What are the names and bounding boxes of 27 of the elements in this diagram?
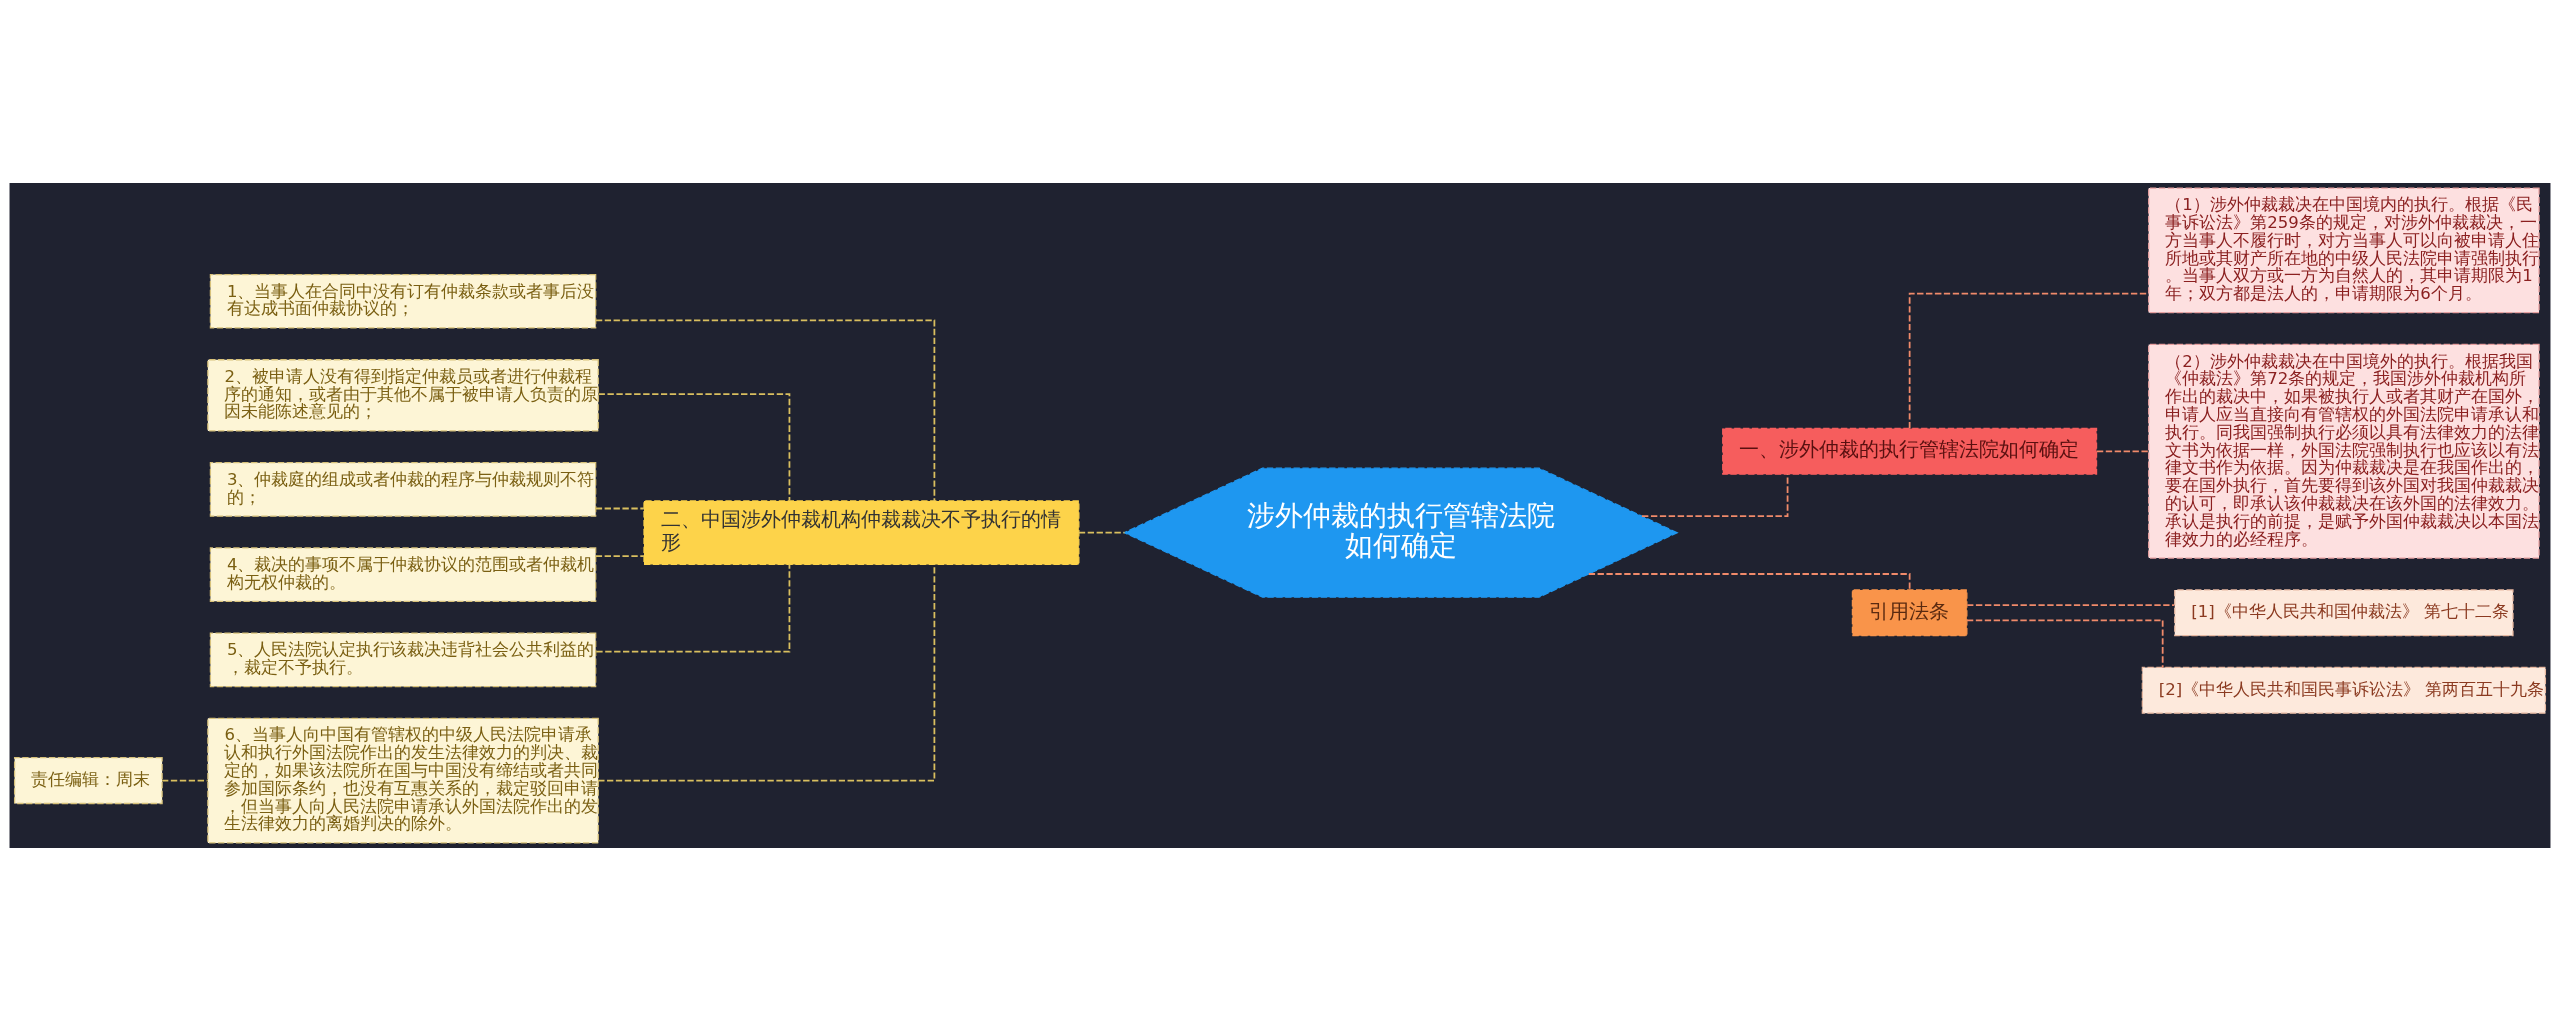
node-box: 责任编辑：周末 <box>13 757 163 805</box>
node-box: 一、涉外仲裁的执行管辖法院如何确定 <box>1722 427 2098 475</box>
connector <box>1587 573 1911 591</box>
node-box: 二、中国涉外仲裁机构仲裁裁决不予执行的情形 <box>643 500 1080 566</box>
node-box: 引用法条 <box>1851 589 1968 637</box>
connector <box>2096 450 2150 453</box>
node-box: 6、当事人向中国有管辖权的中级人民法院申请承认和执行外国法院作出的发生法律效力的判决、裁定的，如果该法院所在国与中国没有缔结或者共同参加国际条约，也没有互惠关系的，裁定驳回申请，但当事人向人民法院申请承认外国法院作出的发生法律效力的离婚判决的除外。 <box>207 717 599 844</box>
node-box: 4、裁决的事项不属于仲裁协议的范围或者仲裁机构无权仲裁的。 <box>209 547 597 602</box>
connector <box>594 555 645 558</box>
node-box: （2）涉外仲裁裁决在中国境外的执行。根据我国《仲裁法》第72条的规定，我国涉外仲裁机构所作出的裁决中，如果被执行人或者其财产在国外，申请人应当直接向有管辖权的外国法院申请承认和执行。同我国强制执行必须以具有法律效力的法律文书为依据一样，外国法院强制执行也应该以有法律文书作为依据。因为仲裁裁决是在我国作出的，要在国外执行，首先要得到该外国对我国仲裁裁决的认可，即承认该仲裁裁决在该外国的法律效力。承认是执行的前提，是赋予外国仲裁裁决以本国法律效力的必经程序。 <box>2148 343 2540 559</box>
node-box: （1）涉外仲裁裁决在中国境内的执行。根据《民事诉讼法》第259条的规定，对涉外仲裁裁决，一方当事人不履行时，对方当事人可以向被申请人住所地或其财产所在地的中级人民法院申请强制执行。当事人双方或一方为自然人的，其申请期限为1年；双方都是法人的，申请期限为6个月。 <box>2148 187 2540 314</box>
node-box: 2、被申请人没有得到指定仲裁员或者进行仲裁程序的通知，或者由于其他不属于被申请人负责的原因未能陈述意见的； <box>207 359 599 432</box>
node-box: [2]《中华人民共和国民事诉讼法》 第两百五十九条 <box>2141 666 2547 714</box>
connector <box>594 507 645 510</box>
node-box: [1]《中华人民共和国仲裁法》 第七十二条 <box>2174 589 2514 637</box>
connector <box>1966 604 2176 607</box>
connector <box>597 563 936 782</box>
connector <box>595 319 936 502</box>
connector <box>161 779 209 782</box>
connector <box>1641 473 1789 518</box>
node-box: 5、人民法院认定执行该裁决违背社会公共利益的，裁定不予执行。 <box>209 632 597 688</box>
connector <box>595 563 791 653</box>
node-box: 3、仲裁庭的组成或者仲裁的程序与仲裁规则不符的； <box>209 462 597 517</box>
node-box: 1、当事人在合同中没有订有仲裁条款或者事后没有达成书面仲裁协议的； <box>209 273 597 329</box>
connector <box>1077 531 1126 534</box>
connector <box>597 393 791 502</box>
connector <box>1966 619 2164 669</box>
